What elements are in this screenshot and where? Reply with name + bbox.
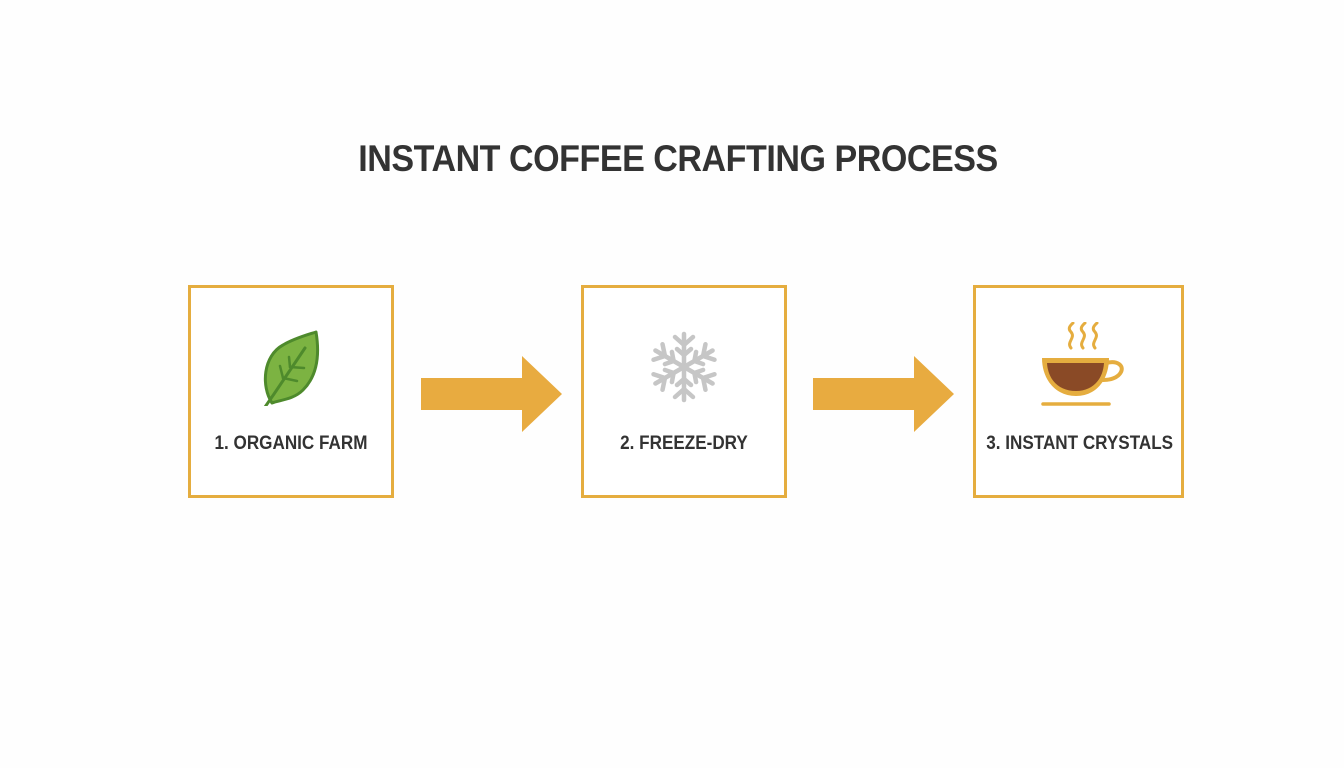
step-label: 2. FREEZE-DRY xyxy=(620,433,748,454)
arrow-right-icon xyxy=(421,356,562,432)
arrow-right-icon xyxy=(813,356,954,432)
step-label: 1. ORGANIC FARM xyxy=(214,433,368,454)
diagram-title: INSTANT COFFEE CRAFTING PROCESS xyxy=(358,138,998,179)
step-freeze-dry: 2. FREEZE-DRY xyxy=(581,285,787,498)
snowflake-icon xyxy=(649,331,719,404)
step-instant-crystals: 3. INSTANT CRYSTALS xyxy=(973,285,1184,498)
coffee-cup-icon xyxy=(1040,322,1124,406)
step-organic-farm: 1. ORGANIC FARM xyxy=(188,285,394,498)
step-label: 3. INSTANT CRYSTALS xyxy=(986,433,1174,454)
leaf-icon xyxy=(263,330,320,406)
